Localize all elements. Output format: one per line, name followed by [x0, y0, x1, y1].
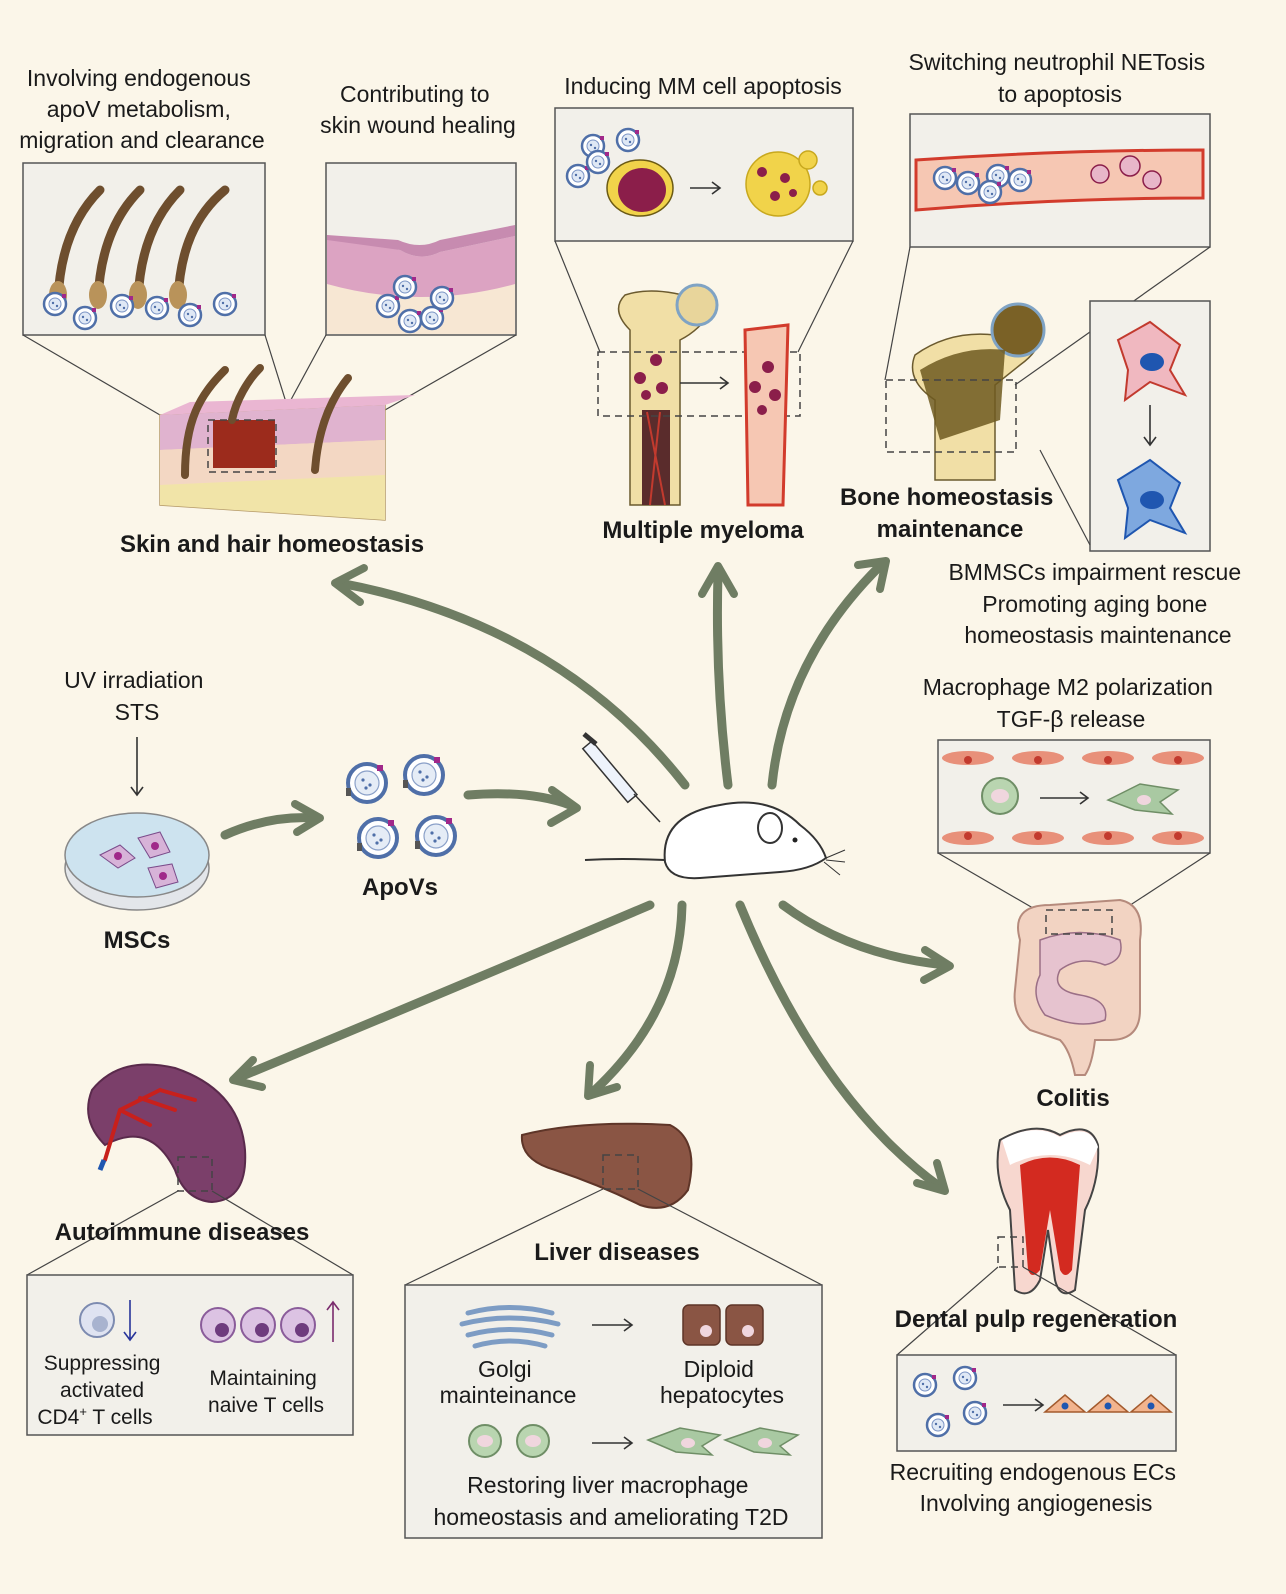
skin-block-illustration — [159, 364, 415, 521]
petri-dish-illustration — [64, 812, 210, 911]
dental-title: Dental pulp regeneration — [895, 1306, 1178, 1333]
maintaining-label: Maintaining naive T cells — [208, 1367, 324, 1417]
bone-section: Switching neutrophil NETosis to apoptosi… — [840, 49, 1247, 648]
dental-connector-lines — [896, 1266, 1177, 1356]
arrow-to-myeloma — [712, 568, 733, 790]
arrow-to-bone — [767, 561, 885, 790]
myeloma-title: Multiple myeloma — [602, 517, 804, 544]
wound-label: Contributing to skin wound healing — [320, 81, 516, 138]
arrow-apovs-to-mouse — [463, 789, 575, 810]
mm-apoptosis-illustration — [565, 127, 828, 217]
bmmsc-connector — [1039, 449, 1091, 546]
restore-label: Restoring liver macrophage homeostasis a… — [434, 1472, 789, 1530]
autoimmune-panel — [26, 1274, 354, 1436]
liver-macrophage-illustration — [468, 1424, 801, 1458]
spleen-illustration — [87, 1063, 247, 1204]
netosis-label: Switching neutrophil NETosis to apoptosi… — [909, 49, 1212, 107]
suppressing-label: Suppressing activated CD4+ T cells — [37, 1352, 166, 1429]
autoimmune-section: Autoimmune diseases Suppressing activate… — [26, 1063, 354, 1436]
hair-follicle-illustration — [42, 185, 238, 331]
liver-title: Liver diseases — [534, 1239, 699, 1266]
liver-illustration — [520, 1122, 693, 1209]
arrow-mscs-to-apovs — [220, 813, 320, 840]
colitis-section: Macrophage M2 polarization TGF-β release — [923, 674, 1220, 1112]
intestine-illustration — [1013, 898, 1142, 1076]
t-cell-illustration — [79, 1300, 340, 1343]
aging-femur-illustration — [885, 302, 1046, 481]
tooth-illustration — [996, 1127, 1100, 1295]
skin-section: Involving endogenous apoV metabolism, mi… — [19, 65, 517, 558]
macrophage-label: Macrophage M2 polarization TGF-β release — [923, 674, 1220, 732]
uv-arrow — [130, 737, 144, 797]
syringe-icon — [581, 732, 661, 823]
apovs-cluster-illustration — [344, 754, 457, 859]
uv-sts-label: UV irradiation STS — [64, 667, 210, 725]
arrow-to-skin — [335, 578, 690, 790]
wound-illustration — [327, 225, 515, 334]
arrow-to-autoimmune — [235, 900, 655, 1082]
dental-notes: Recruiting endogenous ECs Involving angi… — [890, 1459, 1183, 1516]
macrophage-illustration — [942, 751, 1204, 845]
apovs-title: ApoVs — [362, 874, 438, 901]
colitis-title: Colitis — [1036, 1085, 1109, 1112]
arrow-to-colitis — [778, 900, 950, 970]
skin-title: Skin and hair homeostasis — [120, 531, 424, 558]
femur-myeloma-illustration — [597, 283, 801, 507]
mm-connector-lines — [554, 240, 854, 353]
arrow-to-liver — [590, 900, 687, 1095]
blood-vessel-illustration — [914, 148, 1205, 212]
golgi-illustration — [459, 1304, 764, 1349]
autoimmune-title: Autoimmune diseases — [55, 1219, 310, 1246]
bone-notes: BMMSCs impairment rescue Promoting aging… — [948, 559, 1247, 648]
source-section: UV irradiation STS MSCs ApoVs — [64, 667, 457, 954]
endothelial-illustration — [912, 1365, 1174, 1438]
diploid-label: Diploid hepatocytes — [660, 1356, 784, 1408]
mouse-illustration — [581, 732, 846, 880]
autoimmune-connector-lines — [26, 1190, 354, 1276]
liver-section: Liver diseases Golgi mainteinance Diploi… — [404, 1122, 823, 1539]
bmmsc-illustration — [1116, 320, 1188, 541]
bone-title: Bone homeostasis maintenance — [840, 484, 1060, 543]
flow-arrows — [220, 557, 954, 1195]
golgi-label: Golgi mainteinance — [440, 1356, 577, 1408]
endogenous-label: Involving endogenous apoV metabolism, mi… — [19, 65, 264, 153]
myeloma-section: Inducing MM cell apoptosis — [554, 73, 854, 544]
arrow-to-dental — [735, 900, 945, 1192]
liver-connector-lines — [404, 1188, 823, 1286]
mm-apoptosis-label: Inducing MM cell apoptosis — [564, 73, 841, 99]
dental-section: Dental pulp regeneration Recruiting endo… — [890, 1127, 1183, 1516]
mscs-title: MSCs — [104, 927, 171, 954]
skin-connector-lines — [22, 334, 517, 421]
